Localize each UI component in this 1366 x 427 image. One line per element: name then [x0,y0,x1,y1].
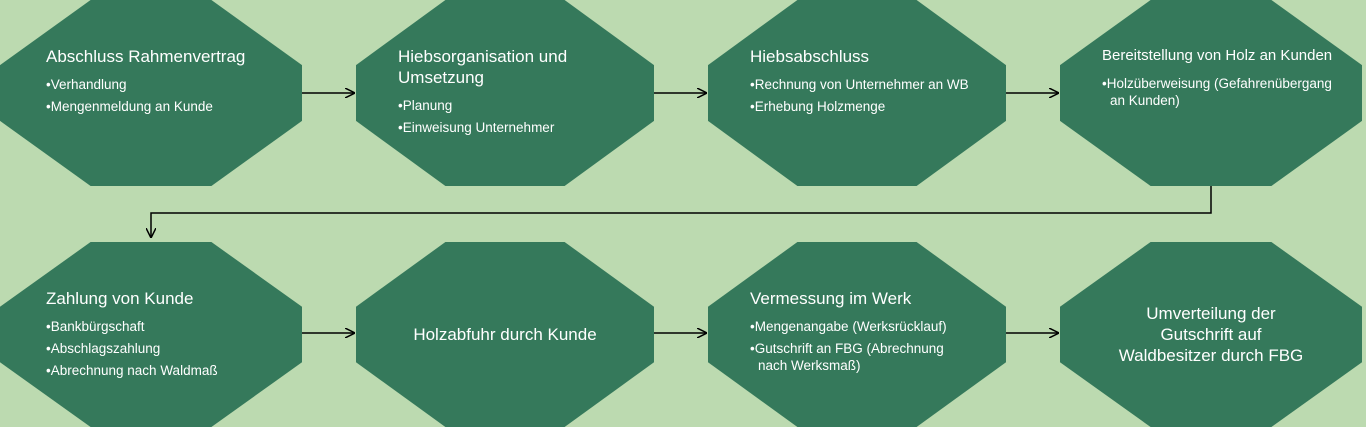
step-item: Gutschrift an FBG (Abrechnung nach Werks… [750,340,975,374]
step-title: Bereitstellung von Holz an Kunden [1102,47,1333,64]
step-bereitstellung: Bereitstellung von Holz an Kunden Holzüb… [1060,0,1362,186]
step-title: Hiebsorganisation und Umsetzung [398,47,568,87]
step-item: Bankbürgschaft [46,318,286,335]
step-item: Erhebung Holzmenge [750,98,975,115]
step-vermessung-im-werk: Vermessung im Werk Mengenangabe (Werksrü… [708,242,1006,427]
step-hiebsabschluss: Hiebsabschluss Rechnung von Unternehmer … [708,0,1006,186]
step-item: Mengenmeldung an Kunde [46,98,286,115]
step-item: Mengenangabe (Werksrücklauf) [750,318,975,335]
step-zahlung-von-kunde: Zahlung von Kunde Bankbürgschaft Abschla… [0,242,302,427]
step-abschluss-rahmenvertrag: Abschluss Rahmenvertrag Verhandlung Meng… [0,0,302,186]
step-holzabfuhr: Holzabfuhr durch Kunde [356,242,654,427]
step-title: Holzabfuhr durch Kunde [413,325,597,344]
step-item: Einweisung Unternehmer [398,119,638,136]
step-title: Zahlung von Kunde [46,289,194,308]
step-item: Verhandlung [46,76,286,93]
arrow-4-5 [151,186,1212,237]
step-item: Rechnung von Unternehmer an WB [750,76,975,93]
step-item: Abrechnung nach Waldmaß [46,362,286,379]
step-item: Holzüberweisung (Gefahrenübergang an Kun… [1102,75,1342,109]
step-title: Abschluss Rahmenvertrag [46,47,246,66]
step-item: Abschlagszahlung [46,340,286,357]
step-hiebsorganisation: Hiebsorganisation und Umsetzung Planung … [356,0,654,186]
step-title: Hiebsabschluss [750,47,870,66]
step-title: Umverteilung der Gutschrift auf Waldbesi… [1118,304,1304,365]
step-umverteilung: Umverteilung der Gutschrift auf Waldbesi… [1060,242,1362,427]
step-item: Planung [398,97,638,114]
step-title: Vermessung im Werk [750,289,912,308]
